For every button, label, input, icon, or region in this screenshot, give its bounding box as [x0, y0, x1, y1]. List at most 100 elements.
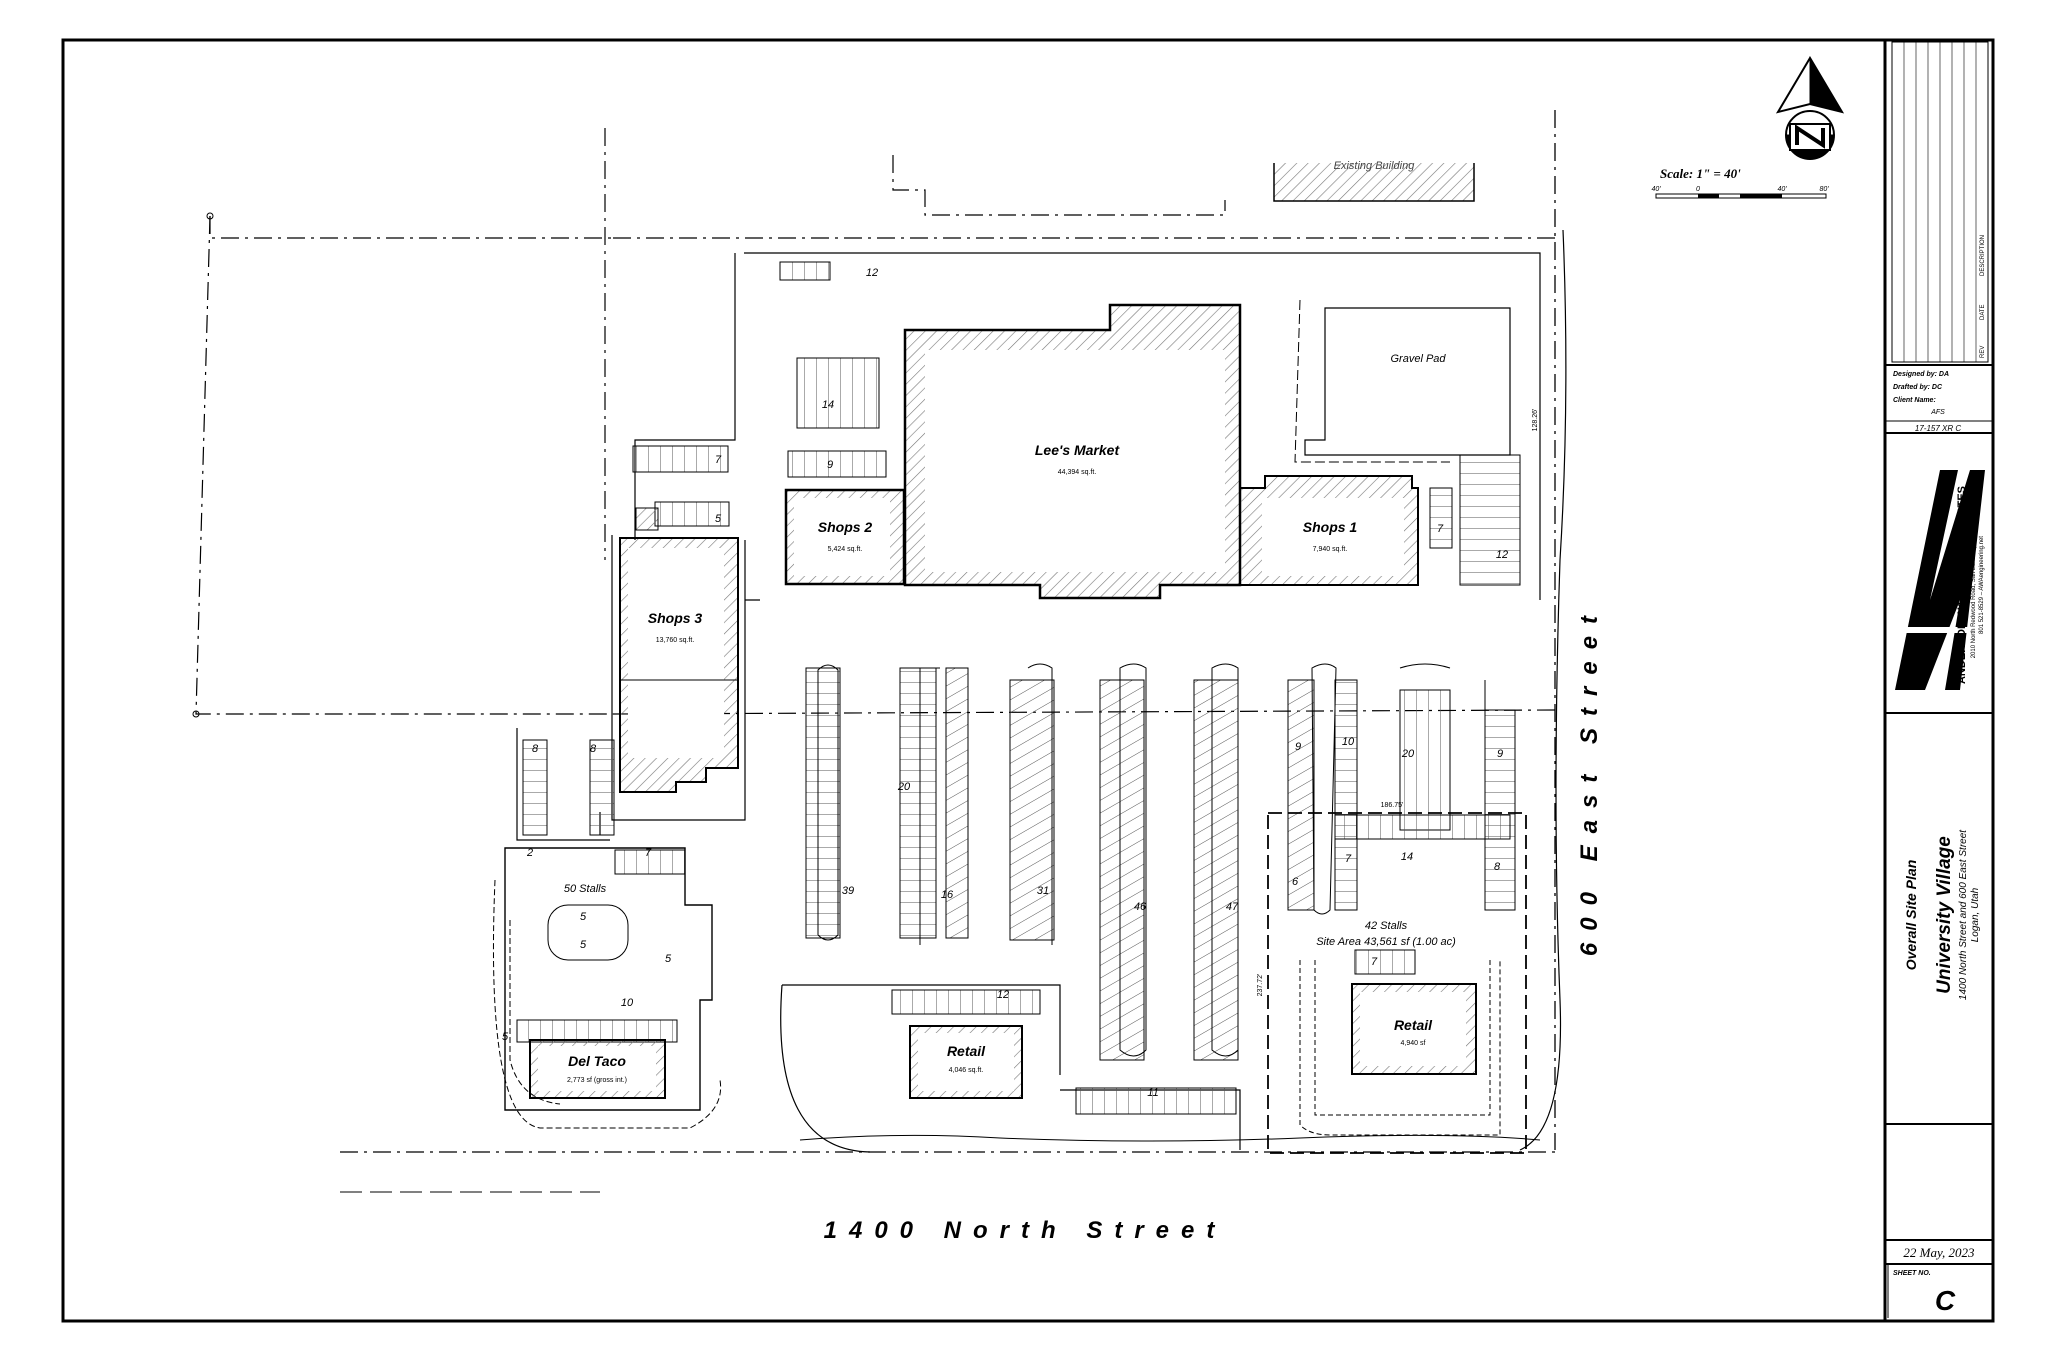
sheet-title: Overall Site Plan — [1903, 860, 1919, 971]
parking-stalls — [632, 445, 729, 473]
stall-count: 7 — [1371, 956, 1378, 968]
plan-date: 22 May, 2023 — [1903, 1245, 1975, 1260]
stall-count: 11 — [1147, 1087, 1158, 1099]
stall-count: 47 — [1226, 901, 1239, 913]
sheet-number: C — [1935, 1285, 1956, 1316]
retail-center-name: Retail — [947, 1043, 986, 1059]
parking-row — [1099, 679, 1145, 1061]
del-taco-interior — [538, 1046, 656, 1091]
shops1-interior — [1262, 498, 1404, 576]
gravel-pad-edge — [1294, 299, 1450, 463]
stall-count: 8 — [532, 743, 539, 755]
stall-count: 16 — [941, 889, 954, 901]
stall-count: 20 — [1401, 748, 1415, 760]
parking-row — [1009, 679, 1055, 941]
parking-stalls — [1334, 814, 1511, 840]
parking-row — [1399, 689, 1451, 831]
mid-site-line — [612, 709, 1556, 715]
stall-count: 8 — [590, 743, 597, 755]
survey-point — [192, 710, 200, 718]
gravel-pad-label: Gravel Pad — [1390, 353, 1446, 365]
designed-by: Designed by: DA — [1893, 371, 1949, 378]
south-street-edge — [799, 1134, 1541, 1142]
parking-row — [945, 667, 969, 939]
dimension-label: 186.75' — [1381, 802, 1404, 809]
dimension-label: 237.72' — [1257, 974, 1264, 997]
parcel-line — [892, 155, 1226, 216]
dimension-label: 128.26' — [1532, 409, 1539, 432]
revision-header-description: DESCRIPTION — [1980, 235, 1986, 276]
central-parking-rows — [805, 663, 1516, 1061]
scale-tick: 40' — [1651, 186, 1661, 193]
parking-stalls-north — [779, 261, 831, 281]
scale-tick: 80' — [1819, 186, 1829, 193]
shops1-name: Shops 1 — [1303, 519, 1358, 535]
east-lot-boundary — [1267, 812, 1527, 1154]
sheet-border — [61, 38, 1995, 1323]
east-stall-summary: 42 Stalls — [1365, 920, 1408, 932]
stall-count: 5 — [665, 953, 672, 965]
west-parcel-line — [209, 216, 613, 239]
firm-contact: 801 521-8529 – AWAengineering.net — [1979, 536, 1985, 634]
revision-header-rev: REV — [1980, 346, 1986, 358]
del-taco-area: 2,773 sf (gross int.) — [567, 1077, 627, 1084]
east-street-edge — [1519, 229, 1567, 1151]
parking-row — [1484, 709, 1516, 911]
stall-count: 39 — [842, 885, 854, 897]
site-plan — [192, 110, 1567, 1193]
shops3-name: Shops 3 — [648, 610, 703, 626]
parking-row — [1287, 679, 1315, 911]
stall-count: 20 — [897, 781, 911, 793]
west-curb — [634, 253, 736, 540]
west-stall-summary: 50 Stalls — [564, 883, 607, 895]
client-name: AFS — [1930, 409, 1945, 416]
stall-count: 31 — [1037, 885, 1049, 897]
shops2-interior — [794, 498, 890, 576]
stall-count: 46 — [1134, 901, 1147, 913]
revision-header-date: DATE — [1980, 304, 1986, 320]
firm-logo-icon — [1895, 470, 1985, 690]
del-taco-name: Del Taco — [568, 1053, 626, 1069]
parking-stalls — [891, 989, 1041, 1015]
shops3-dumpster — [635, 507, 659, 531]
scale-bar — [1655, 193, 1827, 199]
drafted-by: Drafted by: DC — [1893, 384, 1943, 391]
parking-row — [1334, 679, 1358, 911]
stall-count: 8 — [1494, 861, 1501, 873]
parking-row — [1193, 679, 1239, 1061]
stall-count: 10 — [1342, 736, 1355, 748]
retail-center-area: 4,046 sq.ft. — [949, 1067, 984, 1074]
stall-count: 9 — [1295, 741, 1301, 753]
parking-stalls — [1459, 454, 1521, 586]
retail-center-interior — [918, 1033, 1014, 1091]
parking-stalls — [787, 450, 887, 478]
west-lot-curb — [516, 728, 610, 841]
firm-address: 2010 North Redwood Road, Salt Lake City,… — [1971, 511, 1977, 658]
west-parcel-boundary — [195, 215, 613, 715]
lees-market-interior — [925, 350, 1225, 572]
stall-count: 7 — [715, 454, 722, 466]
project-location: 1400 North Street and 600 East Street — [1958, 829, 1969, 1000]
shops2-name: Shops 2 — [818, 519, 873, 535]
stall-count: 14 — [1401, 851, 1413, 863]
south-street-name: 1400 North Street — [824, 1217, 1227, 1244]
parking-stalls — [654, 501, 730, 527]
parking-stalls — [589, 739, 615, 836]
project-name: University Village — [1934, 836, 1955, 994]
east-drive-thru — [1299, 960, 1501, 1136]
shops3-area: 13,760 sq.ft. — [656, 637, 695, 644]
parking-stalls — [1354, 949, 1416, 975]
stall-count: 7 — [1437, 523, 1444, 535]
project-number: 17-157 XR C — [1915, 424, 1961, 433]
stall-count: 7 — [645, 847, 652, 859]
parking-island — [547, 904, 629, 961]
east-site-area: Site Area 43,561 sf (1.00 ac) — [1316, 936, 1456, 948]
retail-east-name: Retail — [1394, 1017, 1433, 1033]
shops2-area: 5,424 sq.ft. — [828, 546, 863, 553]
client-name-label: Client Name: — [1893, 397, 1936, 404]
stall-count: 12 — [1496, 549, 1508, 561]
stall-count: 5 — [580, 911, 587, 923]
stall-count: 6 — [1292, 876, 1299, 888]
stall-count: 12 — [866, 267, 878, 279]
